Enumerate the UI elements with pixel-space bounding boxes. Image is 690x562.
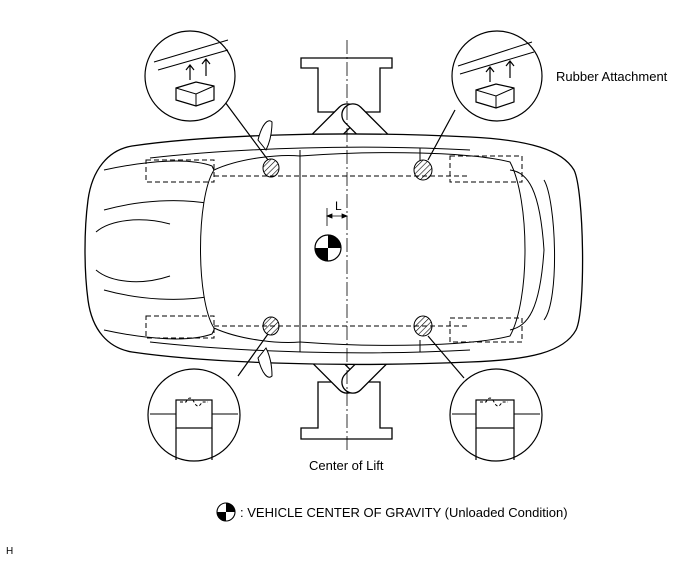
callout-section-rear bbox=[427, 335, 543, 462]
sill-lower bbox=[149, 341, 471, 354]
legend-text: : VEHICLE CENTER OF GRAVITY (Unloaded Co… bbox=[240, 504, 568, 520]
leader-line bbox=[427, 109, 456, 161]
callout-rubber-rear bbox=[427, 30, 543, 161]
rubber-attachment-label: Rubber Attachment bbox=[556, 69, 668, 84]
mirror-upper bbox=[257, 120, 273, 151]
lift-point-rear-upper bbox=[413, 159, 433, 181]
jack-zone-front-upper bbox=[145, 159, 215, 183]
sill-upper bbox=[149, 146, 471, 159]
lift-post-bottom bbox=[300, 381, 393, 440]
hood-crease-upper bbox=[103, 200, 213, 211]
leader-line bbox=[224, 101, 269, 161]
dimension-l bbox=[325, 208, 349, 226]
lift-point-rear-lower bbox=[413, 315, 433, 337]
roof bbox=[299, 152, 526, 346]
dimension-l-label: L bbox=[335, 199, 342, 213]
hood-crease-lower bbox=[103, 289, 213, 300]
callout-rubber-front bbox=[144, 30, 269, 161]
center-of-lift-label: Center of Lift bbox=[309, 458, 384, 473]
jack-zone-rear-lower bbox=[449, 317, 523, 343]
lift-post-top bbox=[300, 57, 393, 113]
figure-code: H bbox=[6, 546, 14, 557]
tailgate bbox=[543, 179, 556, 321]
door-line-lower bbox=[299, 340, 421, 352]
leader-line bbox=[427, 335, 465, 379]
callout-circle bbox=[451, 30, 543, 122]
lift-point-front-lower bbox=[262, 316, 280, 336]
rear-window bbox=[509, 169, 545, 331]
leader-line bbox=[237, 333, 269, 377]
mirror-lower bbox=[257, 347, 273, 378]
lift-point-front-upper bbox=[262, 158, 280, 178]
jack-zone-rear-upper bbox=[449, 155, 523, 183]
windshield bbox=[200, 155, 301, 343]
hood-front bbox=[95, 219, 171, 283]
door-line-upper bbox=[299, 148, 421, 160]
legend: : VEHICLE CENTER OF GRAVITY (Unloaded Co… bbox=[216, 502, 568, 522]
center-of-gravity-symbol bbox=[314, 234, 342, 262]
center-of-gravity-legend-icon bbox=[216, 502, 236, 522]
jack-zone-front-lower bbox=[145, 315, 215, 339]
callout-section-front bbox=[147, 333, 269, 462]
